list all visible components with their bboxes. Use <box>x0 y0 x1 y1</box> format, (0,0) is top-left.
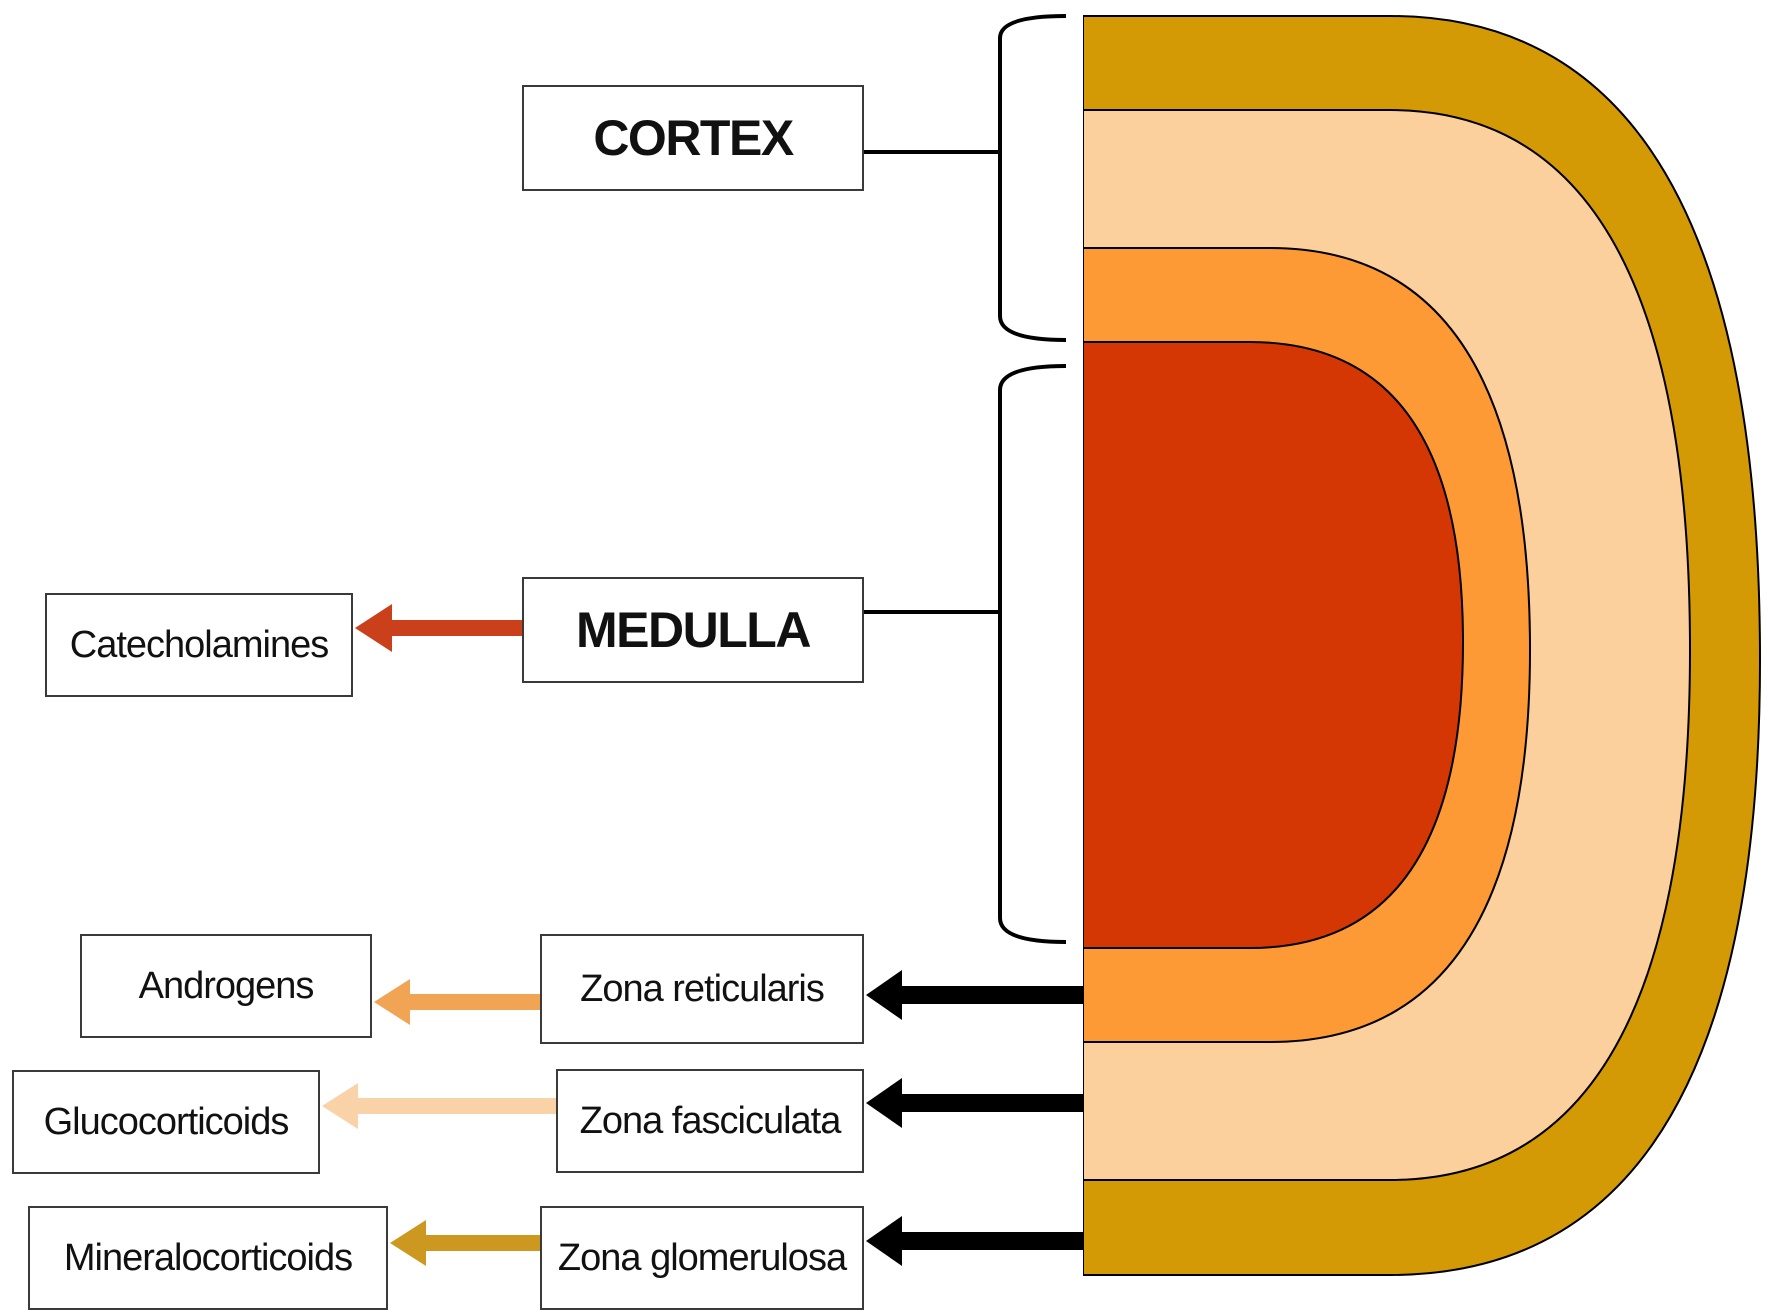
zona-fasciculata-pointer-head <box>866 1078 902 1128</box>
zona-reticularis-pointer-head <box>866 970 902 1020</box>
androgens-arrow-head <box>374 979 410 1025</box>
medulla-layer <box>1083 342 1463 948</box>
cortex-brace <box>1000 16 1066 340</box>
gland-cut-edge <box>1068 0 1083 1312</box>
glucocorticoids-label: Glucocorticoids <box>12 1070 320 1174</box>
zona-reticularis-label: Zona reticularis <box>540 934 864 1044</box>
zona-glomerulosa-pointer-head <box>866 1216 902 1266</box>
medulla-brace <box>1000 366 1066 942</box>
catecholamines-arrow-head <box>355 604 392 652</box>
zona-glomerulosa-label: Zona glomerulosa <box>540 1206 864 1310</box>
cortex-label: CORTEX <box>522 85 864 191</box>
mineralocorticoids-arrow-head <box>390 1220 426 1266</box>
mineralocorticoids-label: Mineralocorticoids <box>28 1206 388 1310</box>
glucocorticoids-arrow-head <box>322 1083 358 1129</box>
zona-fasciculata-label: Zona fasciculata <box>556 1069 864 1173</box>
androgens-label: Androgens <box>80 934 372 1038</box>
catecholamines-label: Catecholamines <box>45 593 353 697</box>
medulla-label: MEDULLA <box>522 577 864 683</box>
